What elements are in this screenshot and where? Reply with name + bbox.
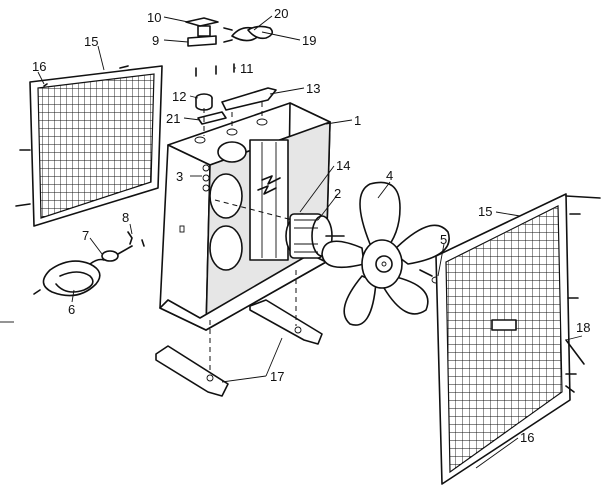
label-part-21: 21: [166, 111, 180, 126]
label-part-10: 10: [147, 10, 161, 25]
fan-blade: [321, 181, 450, 326]
label-part-1: 1: [354, 113, 361, 128]
label-part-17: 17: [270, 369, 284, 384]
feet: [155, 270, 323, 397]
label-part-9: 9: [152, 33, 159, 48]
leader-lines: [0, 15, 583, 469]
label-part-13: 13: [306, 81, 320, 96]
label-part-15-left: 15: [84, 34, 98, 49]
label-part-12: 12: [172, 89, 186, 104]
label-part-18: 18: [576, 320, 590, 335]
label-part-19: 19: [302, 33, 316, 48]
right-grille: [435, 193, 601, 485]
label-part-14: 14: [336, 158, 350, 173]
label-part-11: 11: [240, 61, 254, 76]
label-part-6: 6: [68, 302, 75, 317]
label-part-7: 7: [82, 228, 89, 243]
motor: [285, 213, 345, 259]
label-part-8: 8: [122, 210, 129, 225]
fan-housing: [159, 102, 331, 331]
part-labels: 10 20 9 19 11 15 16 12 13 21 1 3 14 4 2 …: [32, 6, 590, 445]
left-grille: [15, 65, 163, 227]
label-part-16-right: 16: [520, 430, 534, 445]
label-part-5: 5: [440, 232, 447, 247]
top-parts: [185, 17, 277, 136]
label-part-3: 3: [176, 169, 183, 184]
power-cord: [33, 231, 145, 297]
label-part-16-left: 16: [32, 59, 46, 74]
label-part-15-right: 15: [478, 204, 492, 219]
label-part-20: 20: [274, 6, 288, 21]
label-part-2: 2: [334, 186, 341, 201]
label-part-4: 4: [386, 168, 393, 183]
